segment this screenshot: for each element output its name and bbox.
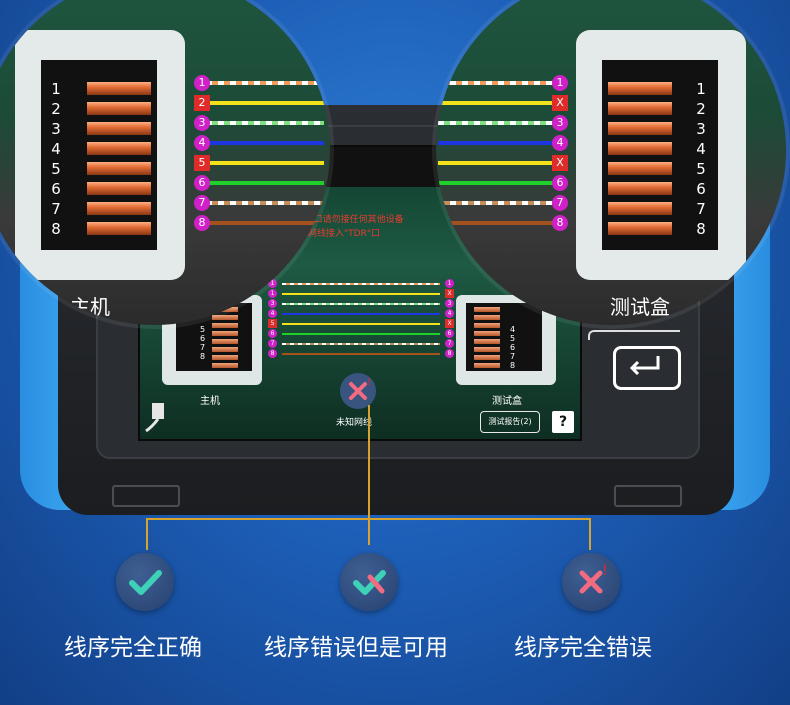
host-label: 主机: [200, 396, 220, 407]
tester-label: 测试盒: [492, 396, 522, 407]
speaker-grille-left: [112, 485, 180, 507]
test-report-button[interactable]: 测试报告(2): [480, 411, 540, 433]
connector-left-drop: [146, 518, 148, 550]
speaker-grille-right: [614, 485, 682, 507]
magnifier-tester: 1 X 3 4 X 6 7 8 1 2 3 4 5 6 7 8 测试盒: [436, 0, 786, 325]
device-side-panel: [588, 330, 680, 340]
svg-text:!: !: [367, 377, 371, 388]
svg-text:!: !: [602, 563, 608, 579]
caption-usable: 线序错误但是可用: [264, 635, 448, 661]
status-label: 未知网线: [336, 418, 373, 428]
enter-icon: [629, 356, 660, 376]
enter-button[interactable]: [613, 346, 681, 390]
ethernet-cable-icon: [144, 397, 170, 433]
big-host-jack: 1 2 3 4 5 6 7 8: [15, 30, 185, 280]
warning-line-2: 请将网线接入"TDR"口: [290, 229, 380, 239]
magnifier-host-label: 主机: [70, 295, 110, 319]
connector-right-drop: [589, 518, 591, 550]
big-tester-jack: 1 2 3 4 5 6 7 8: [576, 30, 746, 280]
usable-check-cross-icon: [340, 553, 398, 611]
unknown-cable-status-icon: !: [340, 373, 376, 409]
correct-check-icon: [116, 553, 174, 611]
warning-line-1: 'TDR'口请勿接任何其他设备: [290, 215, 404, 225]
caption-correct: 线序完全正确: [64, 635, 202, 661]
wrong-cross-icon: !: [562, 553, 620, 611]
connector-vertical: [368, 405, 370, 545]
magnifier-tester-label: 测试盒: [610, 295, 670, 319]
mini-tester-jack: 4 5 6 7 8: [456, 295, 556, 385]
help-button[interactable]: ?: [552, 411, 574, 433]
connector-horizontal: [146, 518, 590, 520]
caption-wrong: 线序完全错误: [514, 635, 652, 661]
magnifier-host: 1 2 3 4 5 6 7 8 1 2 3 4 5 6: [0, 0, 330, 325]
